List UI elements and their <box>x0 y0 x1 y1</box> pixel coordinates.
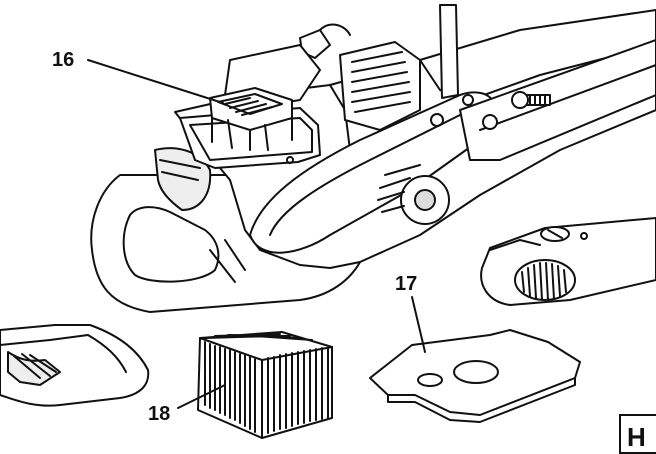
leader-line-17 <box>411 296 426 353</box>
filter-cover-part <box>0 324 150 407</box>
callout-16: 16 <box>52 49 75 71</box>
gasket-plate-17 <box>369 329 581 423</box>
air-filter-housing-16 <box>209 87 293 151</box>
leader-line-16 <box>87 59 224 104</box>
power-cutter-body <box>90 4 656 313</box>
pleated-air-filter-18 <box>197 331 333 439</box>
callout-18: 18 <box>148 403 171 425</box>
figure-letter: H <box>619 414 656 454</box>
callout-17: 17 <box>395 273 418 295</box>
leader-line-18 <box>177 384 226 409</box>
front-guard-cover <box>480 217 656 306</box>
